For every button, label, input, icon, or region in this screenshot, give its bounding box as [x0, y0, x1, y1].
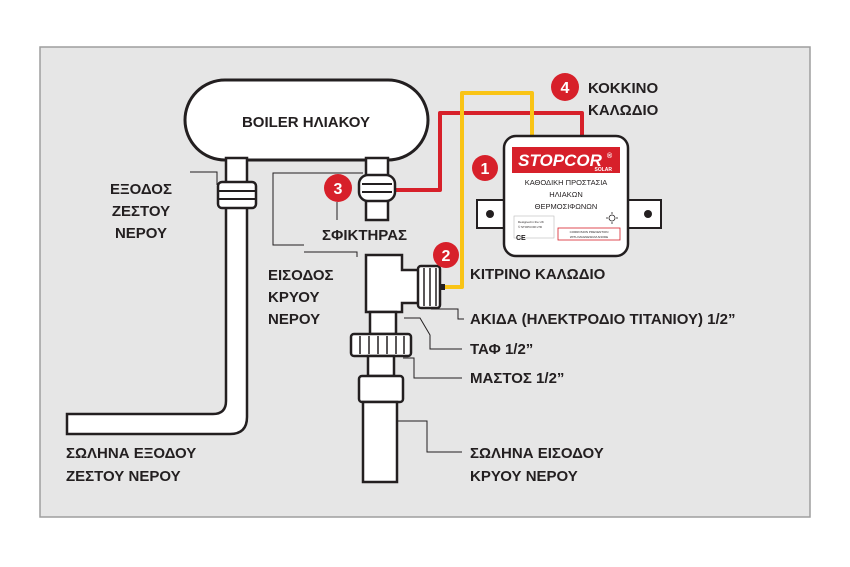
label-hot-outlet: ΕΞΟΔΟΣ	[110, 181, 172, 198]
device-brand-reg: ®	[607, 152, 613, 160]
badge-2-number: 2	[442, 248, 451, 265]
label-tee: ΤΑΦ 1/2”	[470, 341, 533, 358]
label-red-wire: ΚΟΚΚΙΝΟ	[588, 80, 658, 97]
nipple-pipe	[366, 354, 396, 378]
yellow-wire	[440, 91, 534, 289]
leader-anode	[431, 308, 464, 320]
red-wire	[394, 111, 584, 192]
device-warning-box	[557, 227, 621, 241]
badge-3-number: 3	[334, 181, 343, 198]
badge-1: 1	[472, 155, 498, 181]
leader-tee	[404, 317, 462, 350]
device-small-left: © STOPCOR LTD	[518, 225, 543, 229]
leader-cold-inlet	[304, 251, 358, 257]
nipple-collar	[357, 374, 405, 404]
label-yellow-wire: ΚΙΤΡΙΝΟ ΚΑΛΩΔΙΟ	[470, 266, 606, 283]
label-anode: ΑΚΙΔΑ (ΗΛΕΚΤΡΟΔΙΟ ΤΙΤΑΝΙΟΥ) 1/2”	[470, 311, 735, 328]
label-hot-pipe: ΖΕΣΤΟΥ ΝΕΡΟΥ	[66, 468, 181, 485]
badge-4-number: 4	[561, 80, 570, 97]
anode-pin	[440, 284, 445, 290]
label-hot-pipe: ΣΩΛΗΝΑ ΕΞΟΔΟΥ	[66, 445, 196, 462]
device-desc-line: ΘΕΡΜΟΣΙΦΩΝΩΝ	[535, 202, 598, 211]
hot-outlet-fitting	[216, 180, 258, 210]
cold-inlet-pipe	[361, 400, 399, 484]
bracket-screw-right	[644, 210, 652, 218]
label-red-wire: ΚΑΛΩΔΙΟ	[588, 102, 659, 119]
label-cold-inlet: ΝΕΡΟΥ	[268, 311, 320, 328]
device-desc-line: ΚΑΘΟΔΙΚΗ ΠΡΟΣΤΑΣΙΑ	[525, 178, 608, 187]
label-hot-outlet: ΝΕΡΟΥ	[115, 225, 167, 242]
badge-1-number: 1	[481, 161, 490, 178]
device-brand: STOPCOR	[518, 151, 602, 170]
leader-nipple	[403, 357, 462, 379]
label-hot-outlet: ΖΕΣΤΟΥ	[112, 203, 170, 220]
pipe-clamp	[357, 173, 397, 203]
label-clamp: ΣΦΙΚΤΗΡΑΣ	[322, 227, 407, 244]
device-small-left: Designed in the UK	[518, 220, 544, 224]
device-small-right: CORROSION PREVENTION	[570, 230, 609, 234]
device-subbrand: SOLAR	[595, 167, 613, 173]
label-cold-pipe: ΚΡΥΟΥ ΝΕΡΟΥ	[470, 468, 578, 485]
leader-cold-pipe	[397, 420, 462, 453]
tee-lower-pipe	[368, 310, 398, 336]
label-nipple: ΜΑΣΤΟΣ 1/2”	[470, 370, 564, 387]
bracket-screw-left	[486, 210, 494, 218]
badge-3: 3	[324, 174, 352, 202]
badge-2: 2	[433, 242, 459, 268]
device-desc-line: ΗΛΙΑΚΩΝ	[549, 190, 583, 199]
solar-boiler-tank	[183, 78, 430, 162]
device-small-right: WITH MAGNESIUM ANODE	[570, 235, 608, 239]
label-cold-inlet: ΚΡΥΟΥ	[268, 289, 320, 306]
sun-icon	[606, 212, 618, 224]
badge-4: 4	[551, 73, 579, 101]
boiler-label: BOILER ΗΛΙΑΚΟΥ	[242, 114, 370, 131]
device-brand-band	[512, 147, 620, 173]
leader-hot-outlet	[190, 171, 218, 185]
device-info-box	[513, 215, 555, 239]
label-cold-inlet: ΕΙΣΟΔΟΣ	[268, 267, 334, 284]
label-cold-pipe: ΣΩΛΗΝΑ ΕΙΣΟΔΟΥ	[470, 445, 604, 462]
device-ce-mark: CE	[516, 235, 526, 242]
leader-clamp	[272, 172, 363, 246]
